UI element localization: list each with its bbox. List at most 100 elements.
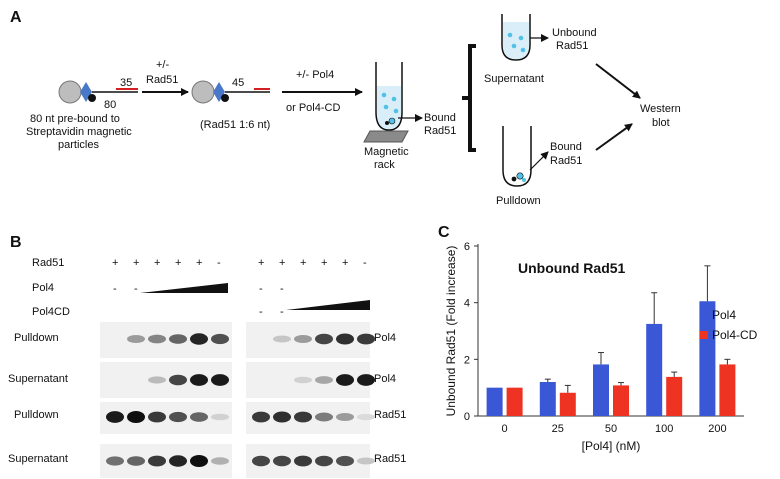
- sign: +: [196, 257, 202, 269]
- legend-label: Pol4-CD: [712, 328, 758, 342]
- blot-band: [169, 334, 187, 344]
- blot-row-label: Pulldown: [14, 332, 59, 344]
- label-35: 35: [120, 77, 132, 89]
- western-label-2: blot: [652, 117, 670, 129]
- blot-band: [336, 412, 354, 422]
- blot-row-label: Supernatant: [8, 373, 68, 385]
- bar-pol4: [486, 387, 503, 416]
- blot-band: [315, 376, 333, 384]
- pulldown-tube-outline: [502, 126, 532, 187]
- blot-band: [315, 333, 333, 345]
- y-tick-label: 6: [464, 241, 470, 253]
- y-tick-label: 4: [464, 298, 470, 310]
- y-tick-label: 2: [464, 354, 470, 366]
- step2-label-bottom: or Pol4-CD: [286, 102, 340, 114]
- blot-band: [148, 376, 166, 384]
- biotin-icon: [88, 94, 96, 102]
- panel-b: B Rad51 Pol4 Pol4CD + + + + + - - - + + …: [8, 234, 406, 478]
- blot-band: [106, 456, 124, 466]
- label-45: 45: [232, 77, 244, 89]
- substrate-ssdna: 35 80 80 nt pre-bound to Streptavidin ma…: [26, 77, 138, 151]
- bead-cluster: [511, 176, 517, 182]
- step2-label-top: +/- Pol4: [296, 69, 334, 81]
- pd-bound-label-1: Bound: [550, 141, 582, 153]
- protein-dot: [391, 96, 397, 102]
- protein-dot: [511, 43, 517, 49]
- row-label-pol4cd: Pol4CD: [32, 306, 70, 318]
- blot-band: [211, 457, 229, 465]
- sign: -: [363, 257, 367, 269]
- blot-protein-label: Rad51: [374, 409, 406, 421]
- pol4cd-wedge: [286, 300, 370, 310]
- x-axis-label: [Pol4] (nM): [582, 439, 641, 453]
- sign: +: [258, 257, 264, 269]
- blot-band: [148, 455, 166, 467]
- protein-dot: [518, 35, 524, 41]
- bead-cluster: [385, 121, 389, 125]
- bar-pol4-cd: [666, 376, 683, 416]
- bound-label-1: Bound: [424, 112, 456, 124]
- blot-band: [169, 374, 187, 386]
- blot-protein-label: Pol4: [374, 332, 396, 344]
- substrate-caption-2: Streptavidin magnetic: [26, 126, 132, 138]
- supernatant-liquid: [503, 22, 529, 59]
- bar-pol4: [646, 323, 663, 416]
- blot-band: [127, 456, 145, 466]
- blot-band: [357, 457, 375, 465]
- sign: -: [217, 257, 221, 269]
- bar-pol4-cd: [559, 392, 576, 416]
- chart-title: Unbound Rad51: [518, 260, 626, 276]
- blot-band: [190, 412, 208, 422]
- magnetic-bead-icon-2: [191, 80, 215, 104]
- legend-swatch: [700, 311, 708, 319]
- blot-band: [252, 411, 270, 423]
- x-tick-label: 50: [605, 423, 617, 435]
- rack-label-1: Magnetic: [364, 146, 409, 158]
- bar-pol4: [593, 364, 609, 416]
- bar-pol4: [699, 301, 716, 416]
- protein-dot: [381, 92, 387, 98]
- y-axis-label: Unbound Rad51 (Fold increase): [444, 246, 458, 417]
- step1-label-top: +/-: [156, 59, 169, 71]
- bead-cluster: [516, 172, 524, 180]
- substrate-caption-1: 80 nt pre-bound to: [30, 113, 120, 125]
- blot-band: [211, 413, 229, 421]
- supernatant-label: Supernatant: [484, 73, 544, 85]
- bar-pol4-cd: [719, 364, 736, 416]
- rack-label-2: rack: [374, 159, 395, 171]
- split-bracket: [468, 44, 476, 152]
- blot-band: [273, 411, 291, 423]
- sign: -: [280, 306, 284, 318]
- blot-band: [273, 455, 291, 467]
- blot-band: [127, 334, 145, 344]
- blot-band: [315, 455, 333, 467]
- blot-band: [357, 374, 375, 386]
- label-80: 80: [104, 99, 116, 111]
- blot-band: [336, 333, 354, 345]
- blot-band: [294, 376, 312, 384]
- sign: +: [175, 257, 181, 269]
- sign: -: [259, 283, 263, 295]
- blot-band: [357, 333, 375, 345]
- biotin-icon-2: [221, 94, 229, 102]
- pulldown-label: Pulldown: [496, 195, 541, 207]
- western-label-1: Western: [640, 103, 681, 115]
- blot-band: [148, 334, 166, 344]
- step1-label-bottom: Rad51: [146, 74, 178, 86]
- mid-caption: (Rad51 1:6 nt): [200, 119, 270, 131]
- panel-a-letter: A: [10, 9, 22, 26]
- blot-band: [294, 455, 312, 467]
- blot-band: [190, 333, 208, 345]
- blot-band: [294, 411, 312, 423]
- unbound-label-2: Rad51: [556, 40, 588, 52]
- substrate-rad51: 45 (Rad51 1:6 nt): [191, 77, 270, 131]
- reaction-tube: Bound Rad51 Magnetic rack: [363, 62, 456, 171]
- legend-label: Pol4: [712, 308, 736, 322]
- sign: -: [259, 306, 263, 318]
- blot-protein-label: Rad51: [374, 453, 406, 465]
- blot-band: [211, 374, 229, 386]
- tube-outline: [375, 62, 403, 131]
- x-tick-label: 200: [708, 423, 726, 435]
